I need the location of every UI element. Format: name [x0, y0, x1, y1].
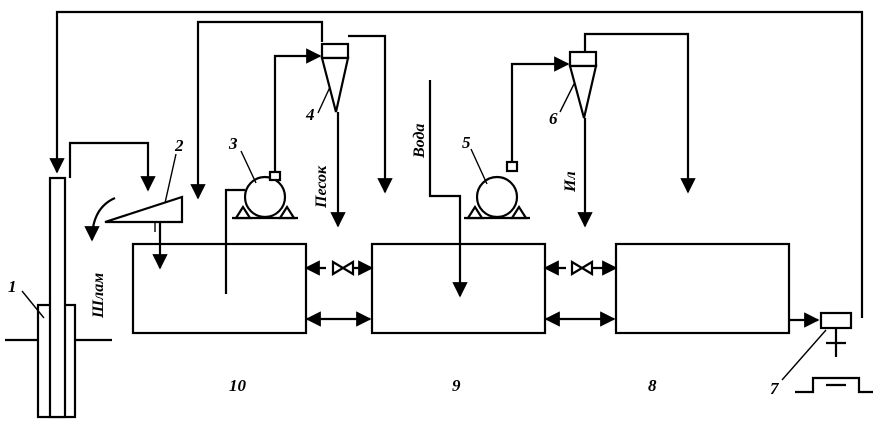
label-9: 9	[452, 376, 461, 395]
pump5-to-cyclone6-line	[510, 56, 570, 162]
pump-5	[464, 160, 530, 220]
pump3-to-cyclone4-line	[273, 48, 322, 172]
leader-4	[317, 86, 331, 114]
label-8: 8	[648, 376, 657, 395]
label-2: 2	[174, 136, 184, 155]
valve-10-9	[304, 260, 374, 276]
cyclone4-overflow-right-line	[348, 34, 393, 194]
hydrocyclone-4	[320, 42, 350, 113]
leader-2	[164, 153, 177, 204]
label-voda: Вода	[411, 124, 428, 159]
leader-6	[559, 81, 576, 113]
cyclone4-overflow-line	[190, 20, 324, 200]
leader-3	[240, 150, 257, 184]
well-1	[5, 176, 112, 419]
leader-1	[21, 290, 45, 319]
pump-7	[795, 311, 873, 394]
label-1: 1	[8, 277, 17, 296]
return-line-top	[49, 10, 864, 318]
leader-5	[470, 148, 488, 185]
label-10: 10	[229, 376, 247, 395]
tank10-to-pump3-line	[224, 188, 245, 294]
label-shlam: Шлам	[90, 273, 107, 319]
tank-9	[370, 242, 547, 335]
hydrocyclone-6	[568, 50, 598, 119]
well-to-separator-line	[68, 141, 156, 192]
separator-2	[104, 195, 184, 232]
label-7: 7	[770, 379, 780, 398]
tank-8	[614, 242, 791, 335]
label-3: 3	[228, 134, 238, 153]
water-inlet-line	[428, 80, 468, 298]
label-6: 6	[549, 109, 558, 128]
pump-3	[232, 170, 298, 220]
shlam-discharge-arrow	[84, 196, 116, 242]
cyclone6-overflow-line	[583, 32, 696, 194]
label-pesok: Песок	[313, 165, 330, 209]
label-il: Ил	[562, 171, 579, 193]
label-4: 4	[305, 105, 315, 124]
leader-7	[781, 329, 827, 381]
label-5: 5	[462, 133, 471, 152]
valve-9-8	[543, 260, 618, 276]
